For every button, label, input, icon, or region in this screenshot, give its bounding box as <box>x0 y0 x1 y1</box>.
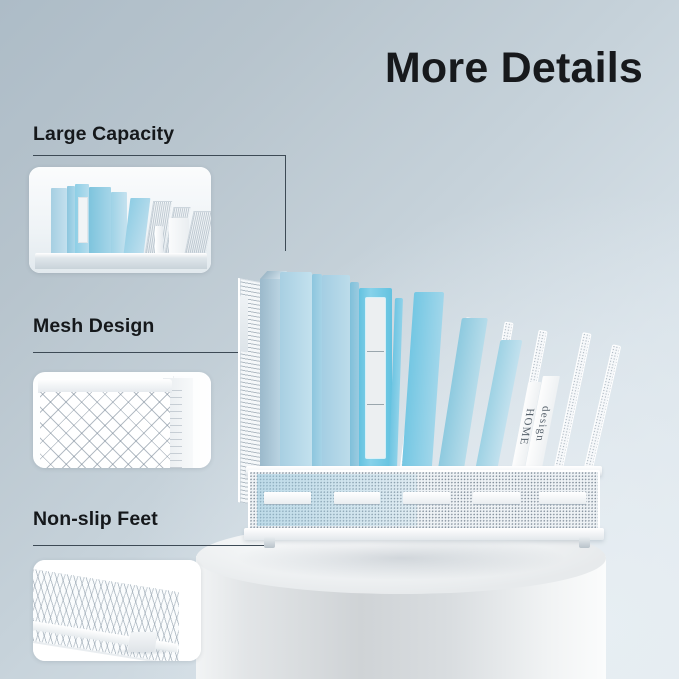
inset-card-non-slip-feet <box>33 560 201 661</box>
inset-folder <box>111 192 127 254</box>
inset-spine-label <box>78 197 88 243</box>
inset-foot-scene <box>33 560 201 661</box>
inset-folder <box>89 187 111 254</box>
drawer-label-tag[interactable] <box>538 492 586 505</box>
inset-base <box>35 258 207 269</box>
inset-non-slip-foot <box>127 632 158 652</box>
inset-card-large-capacity <box>29 167 211 273</box>
folder-face <box>350 282 359 468</box>
folder-blue <box>322 275 350 468</box>
non-slip-foot <box>579 537 590 548</box>
mesh-divider <box>584 344 622 470</box>
feature-label-mesh-design: Mesh Design <box>33 315 155 337</box>
folder-blue <box>312 274 322 468</box>
feature-label-large-capacity: Large Capacity <box>33 123 175 145</box>
side-panel-tab <box>240 295 248 353</box>
binder-spine-label <box>366 298 385 458</box>
inset-folder <box>51 188 67 254</box>
folder-face <box>260 278 280 468</box>
product-file-organizer: HOME design <box>236 236 622 556</box>
folder-blue <box>260 271 288 468</box>
connector-mesh-design-line <box>33 352 251 353</box>
drawer-label-tag[interactable] <box>263 492 311 505</box>
folder-face <box>322 275 350 468</box>
connector-non-slip-feet-line <box>33 545 271 546</box>
drawer-base-ledge <box>244 528 604 540</box>
drawer-mesh-front <box>248 470 600 530</box>
inset-large-capacity-scene <box>29 167 211 273</box>
connector-large-capacity-vertical <box>285 155 286 251</box>
inset-mesh-frame <box>38 379 172 393</box>
book-spine-text: design <box>532 405 552 442</box>
folder-blue <box>350 282 359 468</box>
folder-face <box>312 274 322 468</box>
folder-blue <box>401 292 445 468</box>
folder-blue <box>280 272 312 468</box>
drawer-label-tag[interactable] <box>472 492 520 505</box>
mesh-divider <box>554 332 592 469</box>
connector-large-capacity-horizontal <box>33 155 285 156</box>
folder-face <box>401 292 445 468</box>
inset-shelf <box>35 253 207 259</box>
inset-folder <box>67 186 75 254</box>
folder-face <box>280 272 312 468</box>
product-drop-shadow <box>236 536 566 580</box>
drawer-label-tag[interactable] <box>333 492 381 505</box>
feature-label-non-slip-feet: Non-slip Feet <box>33 508 158 530</box>
inset-book <box>169 218 189 254</box>
drawer-label-tag[interactable] <box>403 492 451 505</box>
inset-diamond-mesh <box>40 392 170 468</box>
non-slip-foot <box>264 537 275 548</box>
page-title: More Details <box>384 44 643 92</box>
inset-book <box>155 226 163 254</box>
inset-card-mesh-design <box>33 372 211 468</box>
